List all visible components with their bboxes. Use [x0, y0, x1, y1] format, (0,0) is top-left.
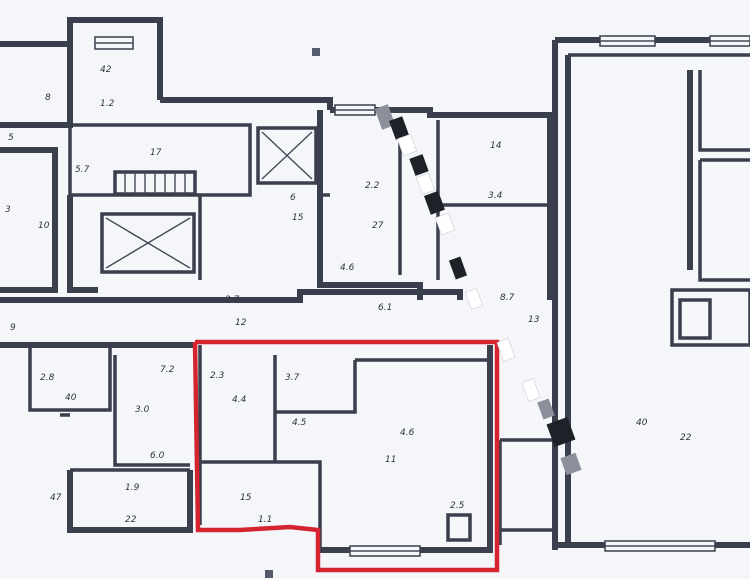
room-label: 8.7 — [500, 293, 515, 303]
fixtures — [265, 48, 712, 578]
room-label: 6 — [290, 193, 296, 203]
room-label: 6.0 — [150, 451, 165, 461]
room-label: 22 — [125, 515, 137, 525]
room-label: 1.9 — [125, 483, 140, 493]
room-labels: 42 1.2 8 5 3 17 5.7 10 6 15 2.2 27 14 3.… — [5, 65, 692, 525]
room-label: 3.7 — [285, 373, 300, 383]
room-label: 3.0 — [135, 405, 150, 415]
room-label: 4.5 — [292, 418, 307, 428]
room-label: 5.7 — [75, 165, 90, 175]
room-label: 2.8 — [40, 373, 55, 383]
room-label: 2.3 — [210, 371, 225, 381]
room-label: 8 — [45, 93, 51, 103]
room-label: 42 — [100, 65, 112, 75]
room-label: 2.7 — [225, 295, 240, 305]
room-label: 3 — [5, 205, 11, 215]
room-label: 6.1 — [378, 303, 392, 313]
room-label: 40 — [65, 393, 77, 403]
room-label: 1.1 — [258, 515, 272, 525]
room-label: 1.2 — [100, 99, 115, 109]
room-label: 9 — [10, 323, 16, 333]
room-label: 4.6 — [340, 263, 355, 273]
room-label: 11 — [385, 455, 396, 465]
windows — [94, 35, 750, 557]
shafts — [105, 131, 313, 269]
stairs — [113, 170, 197, 196]
room-label: 17 — [150, 148, 162, 158]
room-label: 40 — [636, 418, 648, 428]
room-label: 27 — [372, 221, 384, 231]
room-label: 47 — [50, 493, 62, 503]
diagonal-dashed-line — [374, 104, 582, 476]
room-label: 10 — [38, 221, 50, 231]
room-label: 14 — [490, 141, 502, 151]
room-label: 15 — [292, 213, 304, 223]
room-label: 7.2 — [160, 365, 175, 375]
room-label: 2.5 — [450, 501, 465, 511]
room-label: 12 — [235, 318, 247, 328]
room-label: 4.6 — [400, 428, 415, 438]
highlighted-unit-outline — [192, 339, 500, 573]
room-label: 5 — [8, 133, 14, 143]
room-label: 4.4 — [232, 395, 247, 405]
room-label: 13 — [528, 315, 540, 325]
room-label: 15 — [240, 493, 252, 503]
room-label: 22 — [680, 433, 692, 443]
room-label: 2.2 — [365, 181, 380, 191]
room-label: 3.4 — [488, 191, 503, 201]
